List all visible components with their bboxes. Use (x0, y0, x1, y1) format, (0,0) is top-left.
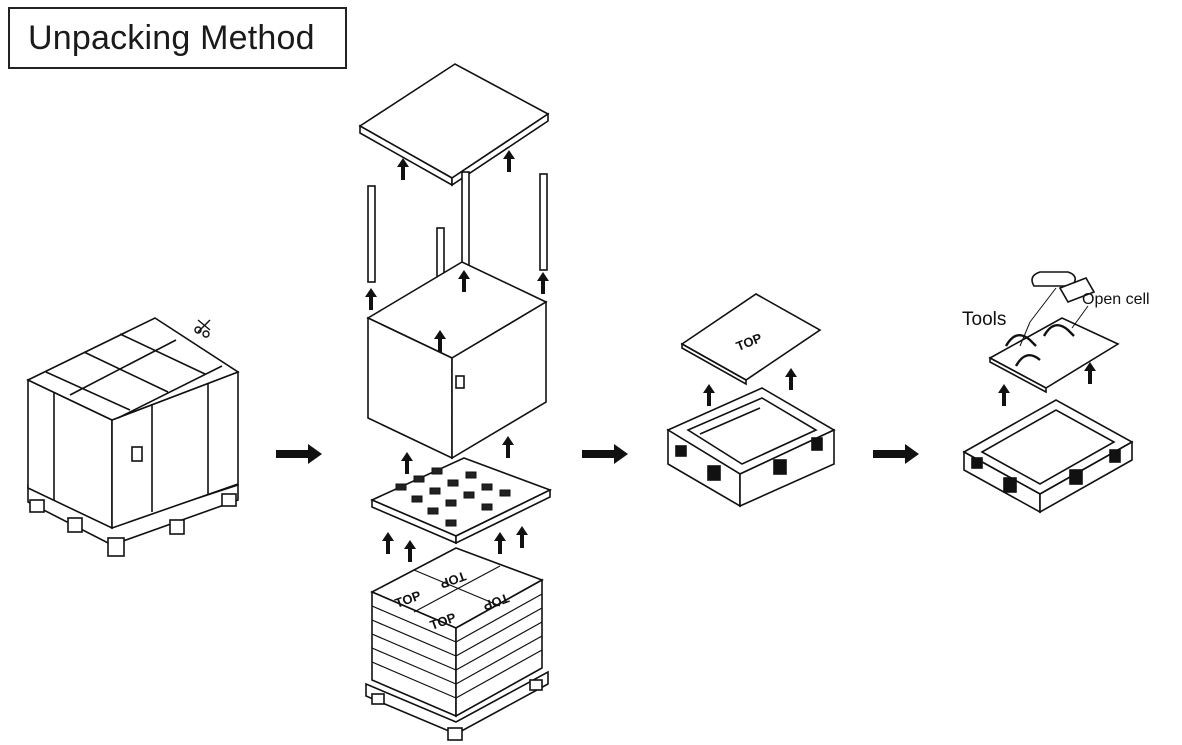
leader-lines (1019, 287, 1089, 347)
scissors-icon (194, 319, 211, 338)
lift-arrows (365, 150, 549, 562)
step-arrow-2 (582, 444, 628, 464)
lift-arrows (998, 362, 1096, 406)
page-title: Unpacking Method (28, 19, 315, 57)
tray-with-cover (666, 293, 836, 508)
open-cell-label: Open cell (1082, 291, 1150, 308)
tools-label: Tools (962, 309, 1006, 330)
step-arrow-1 (276, 444, 322, 464)
step-arrow-3 (873, 444, 919, 464)
packed-box (26, 317, 240, 557)
exploded-box (358, 63, 553, 741)
lift-arrows (703, 368, 797, 406)
title-box: Unpacking Method (8, 7, 347, 69)
open-cell-assembly (962, 271, 1134, 514)
